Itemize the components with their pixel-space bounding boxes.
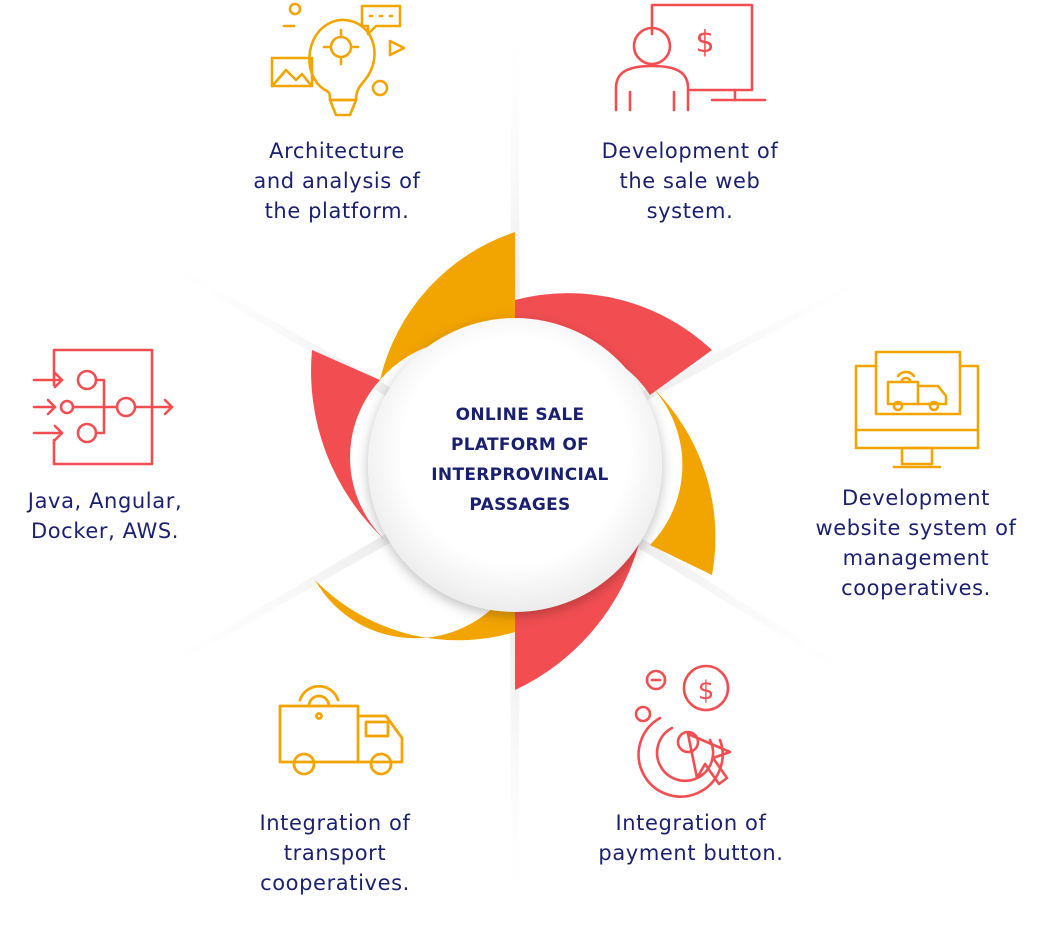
lightbulb-ideas-icon [270, 2, 406, 117]
petal-red-top-right [515, 293, 712, 395]
petal-orange-top [380, 232, 515, 380]
svg-text:$: $ [698, 676, 715, 706]
user-monitor-dollar-icon: $ [614, 3, 767, 112]
segment-label-tech-stack: Java, Angular, Docker, AWS. [27, 489, 183, 543]
center-disc [368, 318, 662, 612]
segment-label-architecture: Architecture and analysis of the platfor… [253, 139, 421, 223]
segment-label-management-system: Development website system of management… [815, 486, 1017, 600]
segment-label-web-system: Development of the sale web system. [601, 139, 779, 223]
center-title: ONLINE SALE PLATFORM OF INTERPROVINCIAL … [431, 405, 609, 515]
petal-red-left [311, 350, 385, 540]
petal-orange-bottom-left [315, 580, 515, 641]
segment-label-transport-cooperatives: Integration of transport cooperatives. [259, 811, 411, 895]
delivery-truck-icon [278, 684, 404, 776]
network-flow-icon [32, 348, 174, 466]
svg-text:$: $ [695, 25, 714, 60]
petal-orange-right [650, 385, 716, 575]
monitor-truck-icon [854, 350, 980, 469]
payment-cursor-dollar-icon: $ [634, 664, 732, 798]
segment-label-payment-button: Integration of payment button. [598, 811, 784, 865]
